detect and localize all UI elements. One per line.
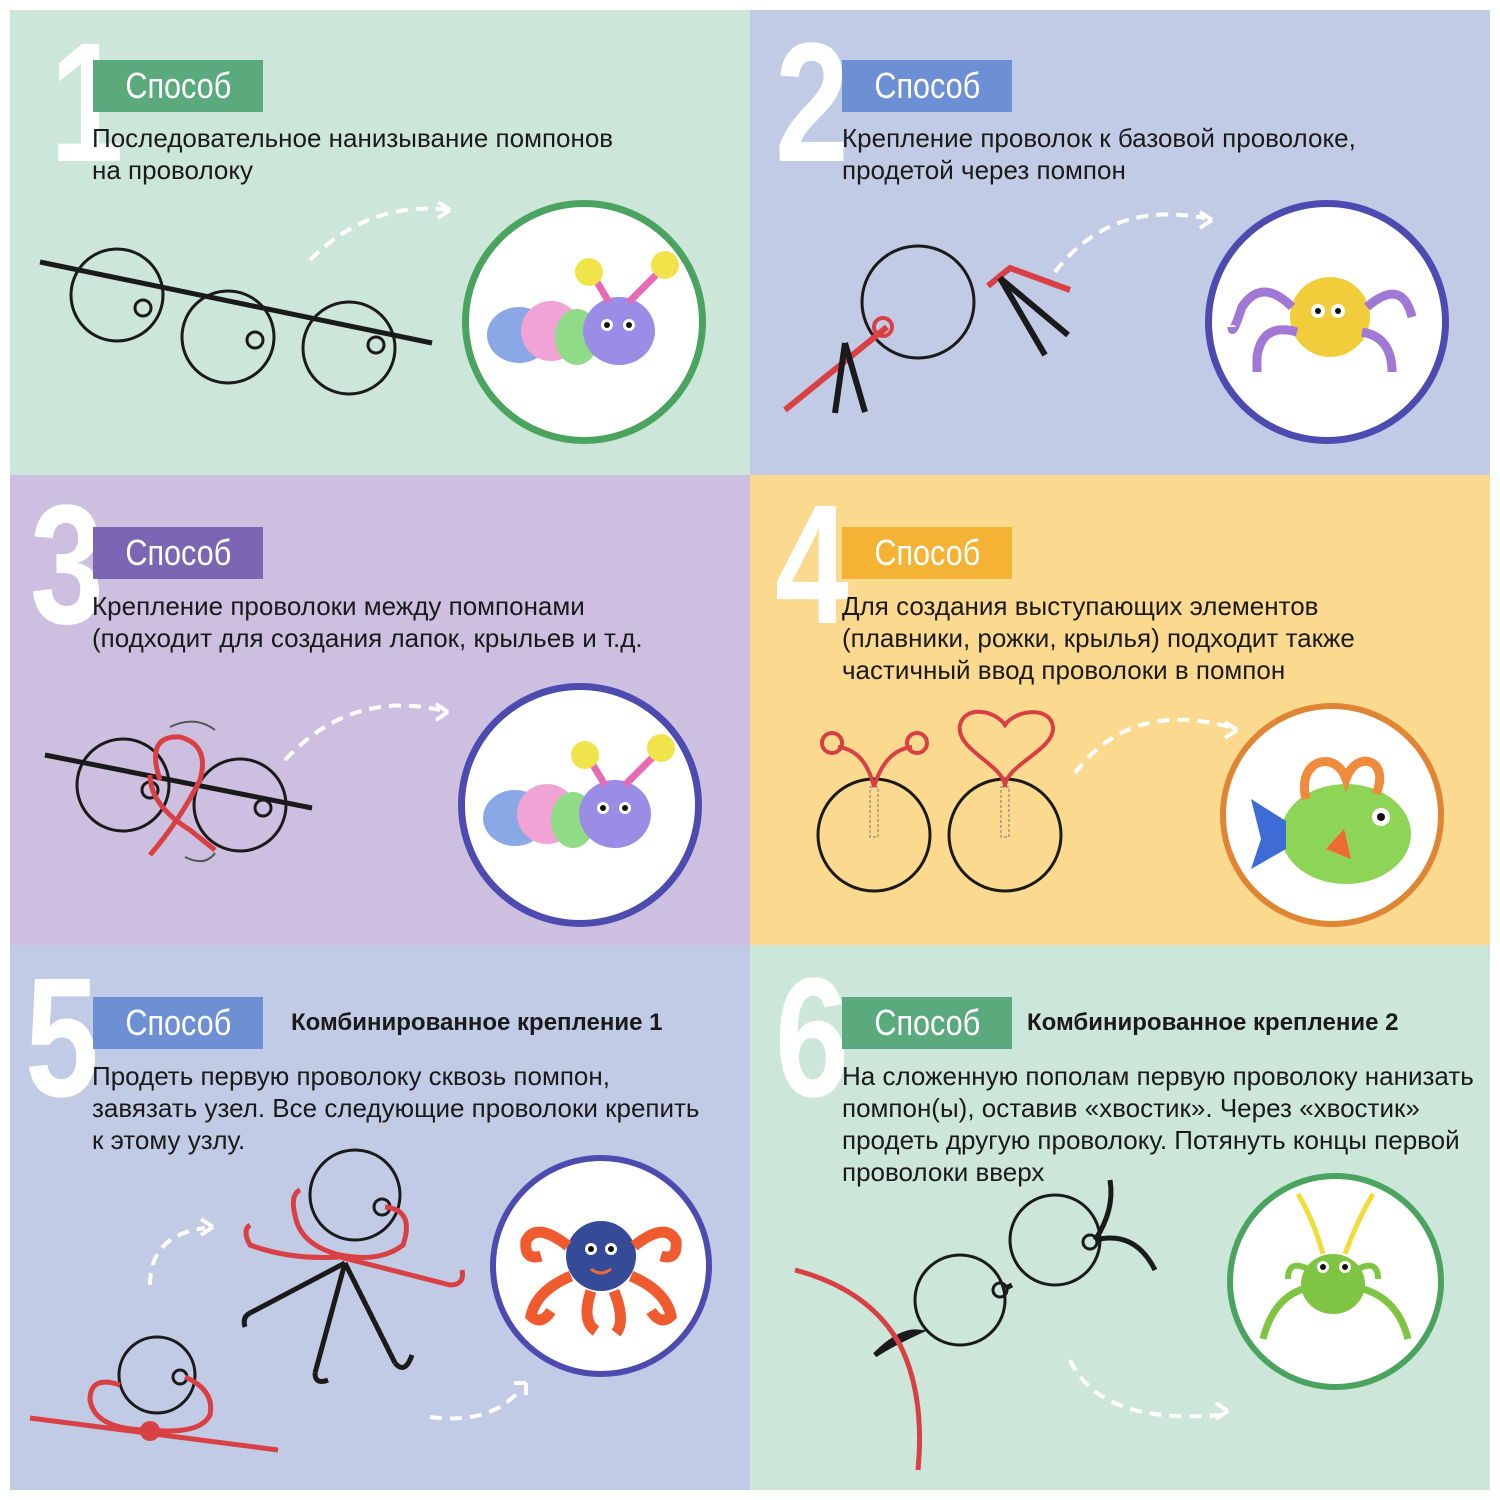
method-description: Продеть первую проволоку сквозь помпон, … [92, 1061, 700, 1155]
method-number: 5 [25, 945, 99, 1133]
method-badge: Способ [842, 60, 1012, 112]
spider-illustration [1227, 277, 1417, 373]
badge-label: Способ [874, 65, 980, 106]
caterpillar-photo [462, 200, 706, 444]
method-number: 3 [30, 475, 104, 660]
method-badge: Способ [842, 997, 1012, 1049]
method-description: Последовательное нанизывание помпонов на… [92, 123, 614, 185]
fish-photo [1220, 703, 1444, 927]
badge-label: Способ [125, 65, 231, 106]
method-number: 6 [775, 945, 849, 1133]
method-panel-3: 3 Способ Крепление проволоки между помпо… [10, 475, 750, 945]
tail-diagram [794, 1179, 1230, 1471]
method-badge: Способ [842, 527, 1012, 579]
method-panel-6: 6 Способ Комбинированное крепление 2 На … [750, 945, 1490, 1490]
caterpillar-illustration [483, 734, 675, 848]
badge-label: Способ [874, 532, 980, 573]
method-subtitle: Комбинированное крепление 1 [291, 1009, 663, 1036]
method-description: Крепление проволоки между помпонами (под… [92, 591, 643, 653]
between-pompons-diagram [44, 702, 450, 863]
method-number: 2 [775, 10, 849, 198]
method-description: На сложенную пополам первую проволоку на… [842, 1061, 1474, 1187]
method-panel-2: 2 Способ Крепление проволок к базовой пр… [750, 10, 1490, 475]
octopus-illustration [520, 1221, 682, 1337]
base-wire-diagram [783, 210, 1214, 414]
fish-illustration [1251, 756, 1411, 884]
badge-label: Способ [125, 1002, 231, 1043]
badge-label: Способ [125, 532, 231, 573]
grasshopper-illustration [1259, 1192, 1412, 1340]
partial-insertion-diagram [816, 709, 1239, 893]
caterpillar-photo [458, 683, 702, 927]
method-badge: Способ [93, 997, 263, 1049]
badge-label: Способ [874, 1002, 980, 1043]
method-description: Крепление проволок к базовой проволоке, … [842, 123, 1356, 185]
method-badge: Способ [93, 527, 263, 579]
method-number: 4 [775, 475, 849, 660]
method-panel-4: 4 Способ Для создания выступающих элемен… [750, 475, 1490, 945]
threading-diagram [39, 200, 452, 396]
caterpillar-illustration [487, 251, 679, 365]
knot-diagram [29, 1148, 528, 1453]
grasshopper-photo [1227, 1173, 1444, 1390]
octopus-photo [490, 1155, 712, 1377]
method-panel-1: 1 Способ Последовательное нанизывание по… [10, 10, 750, 475]
method-subtitle: Комбинированное крепление 2 [1027, 1009, 1399, 1036]
method-panel-5: 5 Способ Комбинированное крепление 1 Про… [10, 945, 750, 1490]
method-badge: Способ [93, 60, 263, 112]
method-description: Для создания выступающих элементов (плав… [842, 591, 1355, 685]
spider-photo [1205, 200, 1449, 444]
